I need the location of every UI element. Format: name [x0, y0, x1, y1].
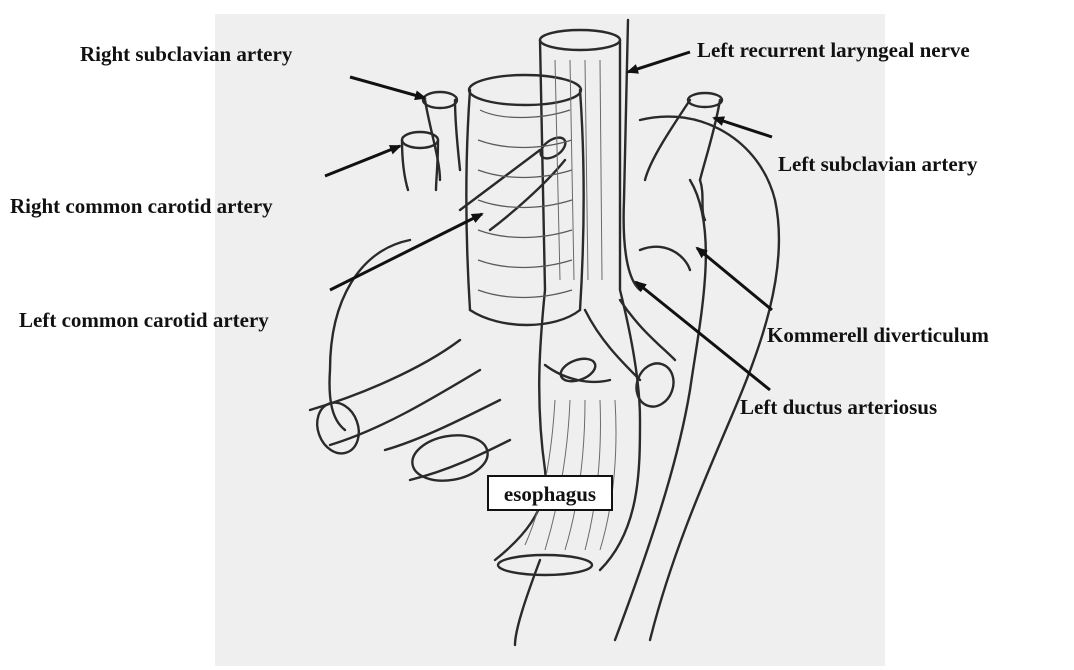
- arrow-left-recurrent-laryngeal: [628, 52, 690, 72]
- label-kommerell: Kommerell diverticulum: [767, 325, 989, 346]
- left-subclavian: [645, 100, 690, 180]
- label-esophagus: esophagus: [487, 475, 613, 511]
- label-left-recurrent-laryngeal: Left recurrent laryngeal nerve: [697, 40, 970, 61]
- trachea-top: [469, 75, 581, 105]
- arrow-right-subclavian: [350, 77, 425, 98]
- recurrent-laryngeal-nerve: [624, 20, 640, 290]
- right-lower-branch-1: [310, 340, 460, 410]
- right-common-carotid: [402, 140, 408, 190]
- arrow-kommerell: [697, 248, 772, 310]
- esophagus-top: [540, 30, 620, 50]
- arrow-left-common-carotid: [330, 214, 482, 290]
- aorta-inner-right: [615, 180, 706, 640]
- left-common-carotid: [460, 150, 540, 210]
- label-left-subclavian: Left subclavian artery: [778, 154, 977, 175]
- trachea-right: [580, 90, 584, 310]
- trachea-left: [466, 90, 470, 310]
- arrow-left-subclavian: [714, 118, 772, 137]
- label-left-ductus: Left ductus arteriosus: [740, 397, 937, 418]
- aorta-outline-right: [640, 117, 779, 640]
- trachea-bottom: [470, 310, 580, 325]
- arrow-right-common-carotid: [325, 146, 400, 176]
- label-left-common-carotid: Left common carotid artery: [19, 310, 269, 331]
- esophagus-bottom: [498, 555, 592, 575]
- kommerell-bulge: [640, 247, 690, 270]
- label-right-subclavian: Right subclavian artery: [80, 44, 292, 65]
- label-right-common-carotid: Right common carotid artery: [10, 196, 273, 217]
